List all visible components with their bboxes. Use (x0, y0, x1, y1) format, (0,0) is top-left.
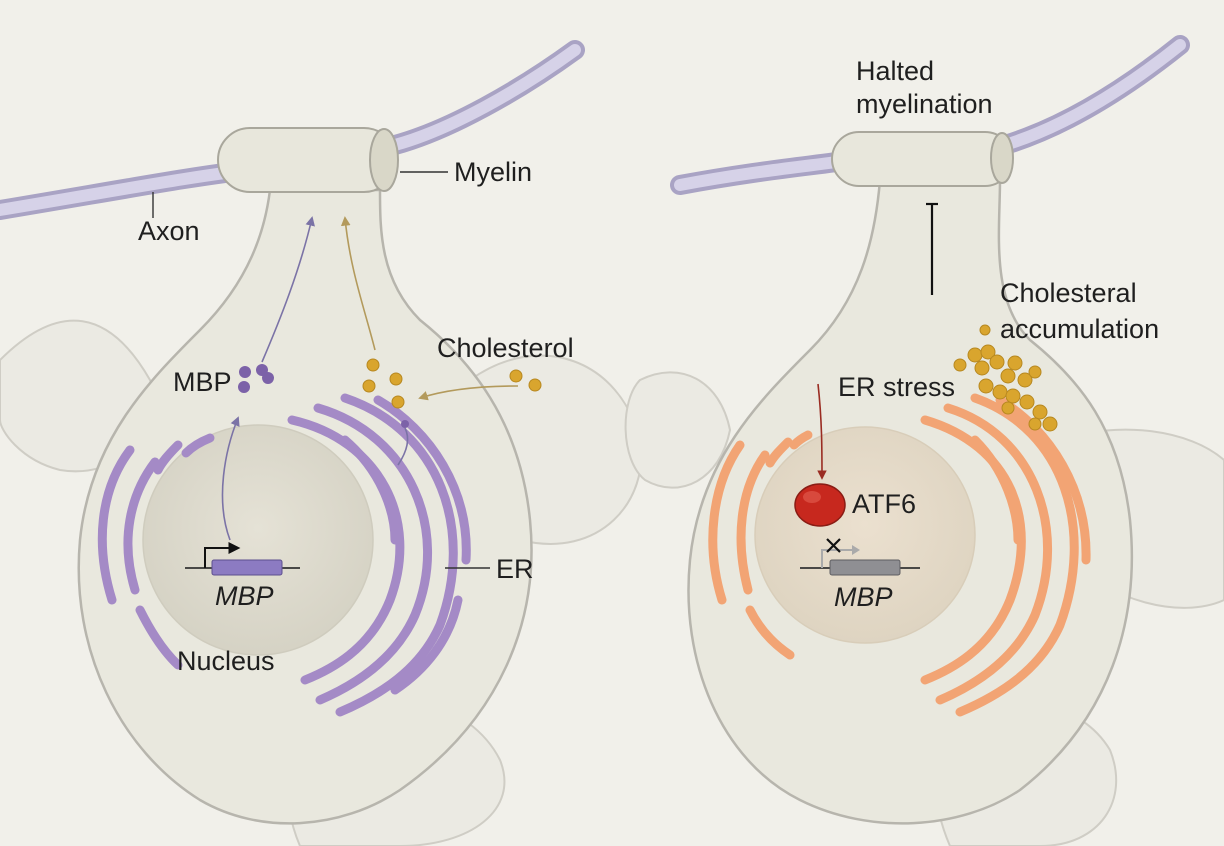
background-cell (624, 371, 732, 489)
cholesterol-particle (1019, 394, 1035, 410)
er-to-cholesterol-arrow (397, 427, 409, 466)
er-cisterna (708, 440, 745, 605)
cholesterol-particle (979, 324, 991, 336)
cholesterol-particle (978, 378, 994, 394)
cholesterol-particle (1007, 355, 1023, 371)
er-stress-label: ER stress (838, 372, 955, 402)
myelin-label: Myelin (454, 157, 532, 187)
er-cisterna (340, 435, 400, 545)
left-panel: Axon Myelin Cholesterol MBP ER MBP Nucle… (0, 40, 643, 846)
cholesterol-particle (974, 360, 990, 376)
atf6-highlight (803, 491, 821, 503)
cholesterol-particle (391, 395, 405, 409)
er-cisterna (153, 440, 183, 475)
blocked-transcription-arrow (821, 549, 852, 568)
mbp-protein-cluster (238, 364, 274, 393)
mbp-protein (238, 381, 250, 393)
atf6-protein (794, 483, 846, 527)
mbp-transport-arrow (261, 216, 315, 363)
cholesterol-particle (389, 372, 403, 386)
myelin-sheath-shortened (831, 131, 1014, 187)
er-cisterna (935, 403, 1052, 705)
cholesterol-accumulation-label-line1: Cholesteral (1000, 278, 1137, 308)
atf6-label: ATF6 (852, 489, 916, 519)
nucleus (754, 426, 976, 644)
er-cisterna (789, 430, 813, 450)
inhibition-marker (926, 202, 938, 295)
cholesterol-particle (980, 344, 996, 360)
cholesterol-particle (1001, 401, 1015, 415)
cholesterol-particle (1000, 368, 1016, 384)
cholesterol-accumulation-cluster (953, 324, 1058, 432)
er-cisterna (313, 403, 432, 705)
er-stress-arrow (817, 383, 827, 480)
endoplasmic-reticulum (97, 393, 471, 717)
er-cisterna (736, 450, 770, 595)
mbp-protein-label: MBP (173, 367, 232, 397)
nucleus-label: Nucleus (177, 646, 275, 676)
er-cisterna (955, 393, 1079, 717)
mbp-protein (262, 372, 274, 384)
cholesterol-particle (1042, 416, 1058, 432)
mbp-protein (239, 366, 251, 378)
cholesterol-accumulation-label-line2: accumulation (1000, 314, 1159, 344)
axon-label: Axon (138, 216, 200, 246)
nucleus (142, 424, 374, 656)
er-cisterna (135, 605, 183, 670)
mbp-gene-blocked (800, 538, 920, 576)
er-cisterna (745, 605, 795, 660)
cholesterol-particle (1028, 417, 1042, 431)
myelin-sheath (217, 127, 399, 193)
er-cisterna (970, 435, 1023, 545)
halted-myelination-label-line2: myelination (856, 89, 993, 119)
cholesterol-cluster (362, 358, 542, 409)
halted-myelination-label-line1: Halted (856, 56, 934, 86)
cholesterol-particle (528, 378, 542, 392)
er-vesicle (401, 420, 409, 428)
cholesterol-label: Cholesterol (437, 333, 574, 363)
block-x-icon (826, 538, 841, 553)
er-cisterna (995, 395, 1091, 565)
stressed-endoplasmic-reticulum (708, 393, 1091, 717)
er-cisterna (181, 433, 215, 458)
cholesterol-particle (1017, 372, 1033, 388)
er-cisterna (97, 445, 135, 605)
mbp-translation-arrow (221, 416, 240, 541)
mbp-gene-label: MBP (834, 582, 893, 612)
cholesterol-transport-arrow (340, 216, 376, 351)
cholesterol-particle (967, 347, 983, 363)
er-cisterna (765, 437, 793, 468)
cholesterol-particle (992, 384, 1008, 400)
er-cisterna (373, 395, 471, 565)
cholesterol-uptake-arrow (418, 385, 519, 401)
cholesterol-particle (362, 379, 376, 393)
cholesterol-particle (1028, 365, 1042, 379)
transcription-start-arrow (204, 542, 241, 568)
right-panel: Halted myelination Cholesteral accumulat… (624, 35, 1224, 846)
cholesterol-particle (1005, 388, 1021, 404)
blocked-arrow-head (852, 545, 860, 555)
cholesterol-particle (953, 358, 967, 372)
er-cisterna (335, 393, 458, 717)
er-label: ER (496, 554, 534, 584)
mbp-gene-label: MBP (215, 581, 274, 611)
er-cisterna (390, 595, 463, 695)
cholesterol-particle (366, 358, 380, 372)
er-cisterna (123, 457, 160, 595)
mbp-gene-healthy (185, 542, 300, 576)
cholesterol-particle (1032, 404, 1048, 420)
cholesterol-particle (509, 369, 523, 383)
cholesterol-particle (989, 354, 1005, 370)
